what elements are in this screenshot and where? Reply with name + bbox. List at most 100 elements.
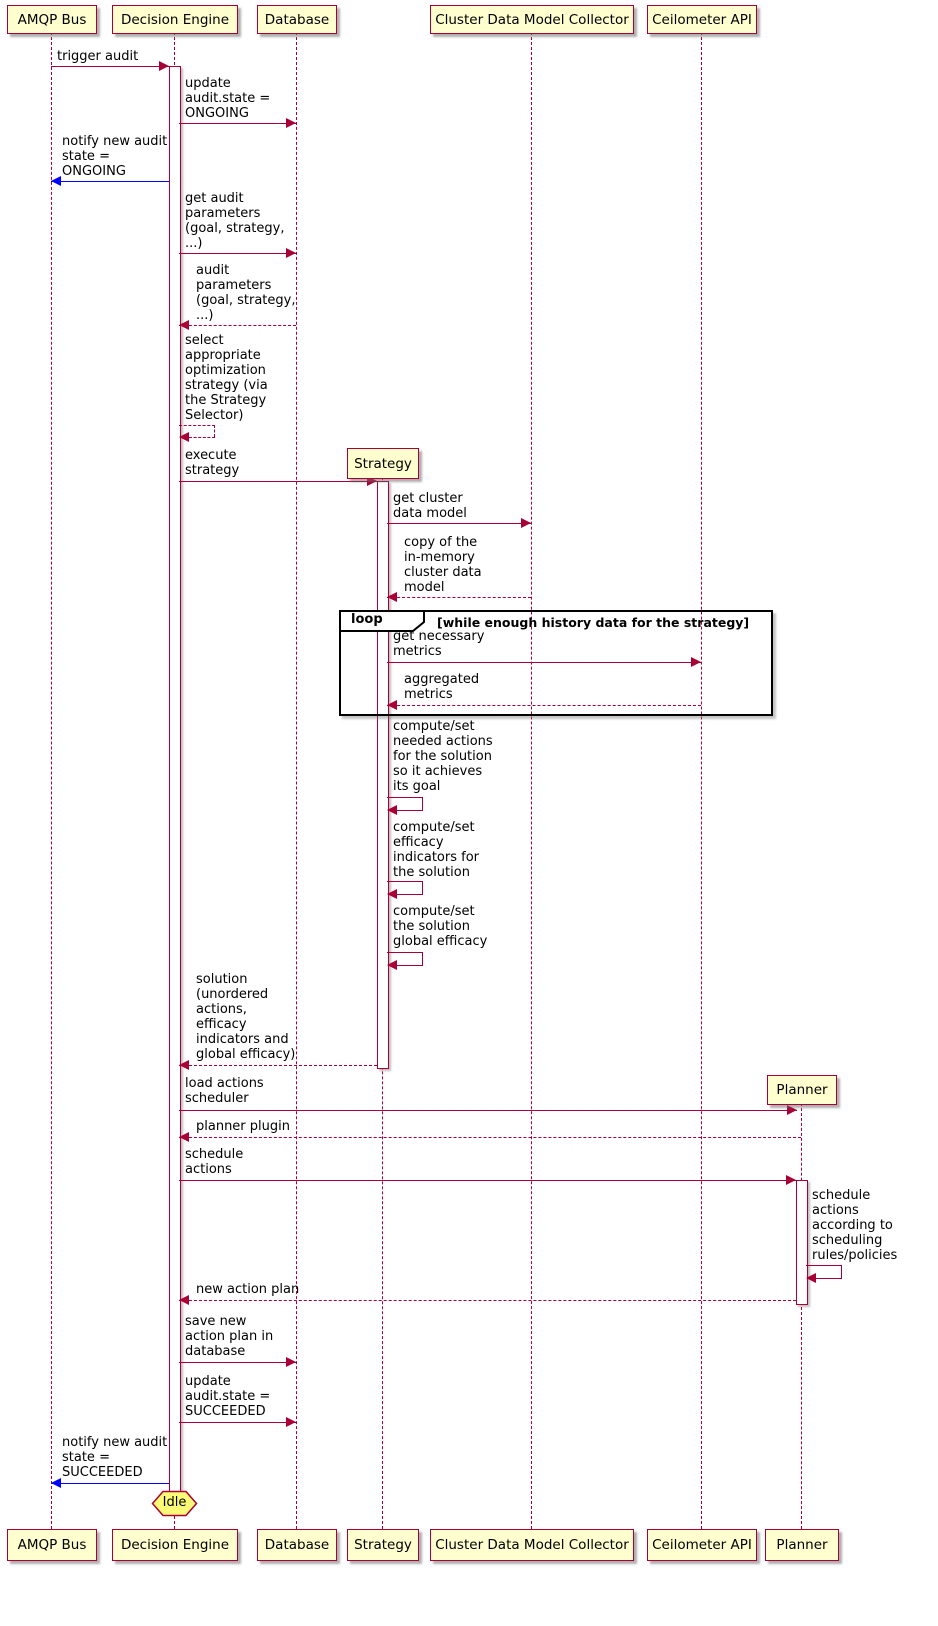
- message-arrow-line: [189, 437, 215, 438]
- participant-decision-engine-bottom: Decision Engine: [112, 1529, 238, 1561]
- message-arrow-line: [397, 965, 423, 966]
- message-label: aggregated metrics: [404, 672, 480, 702]
- loop-frame: loop [while enough history data for the …: [339, 610, 773, 716]
- message-label: new action plan: [196, 1282, 300, 1297]
- message-arrow-line: [816, 1278, 842, 1279]
- lifeline-planner: [801, 1103, 802, 1529]
- message-arrow-line: [179, 1362, 296, 1363]
- message-arrow-line: [387, 881, 423, 882]
- message-arrow-line: [397, 894, 423, 895]
- message-label: solution (unordered actions, efficacy in…: [196, 972, 296, 1062]
- message-arrow-line: [179, 1065, 377, 1066]
- message-arrow-line: [387, 797, 423, 798]
- message-label: notify new audit state = SUCCEEDED: [62, 1435, 168, 1480]
- message-arrow-line: [179, 1110, 797, 1111]
- message-arrow-line: [179, 1300, 796, 1301]
- lifeline-ceilometer: [701, 32, 702, 1529]
- participant-database-top: Database: [257, 5, 337, 34]
- message-arrow-line: [387, 705, 701, 706]
- message-arrow-line: [179, 1137, 801, 1138]
- message-label: schedule actions: [185, 1147, 244, 1177]
- message-arrow-line: [387, 662, 701, 663]
- message-arrow-line: [387, 597, 531, 598]
- message-arrow-line: [841, 1265, 842, 1278]
- message-arrow-line: [422, 881, 423, 894]
- participant-strategy-created: Strategy: [347, 448, 419, 479]
- arrowhead-icon: [521, 518, 531, 528]
- message-arrow-line: [397, 810, 423, 811]
- message-arrow-line: [806, 1265, 842, 1266]
- participant-ceilometer-top: Ceilometer API: [647, 5, 757, 34]
- arrowhead-icon: [179, 320, 189, 330]
- loop-frame-tab: loop: [339, 610, 425, 632]
- message-arrow-line: [51, 66, 169, 67]
- message-arrow-line: [179, 253, 296, 254]
- participant-amqp-bus-bottom: AMQP Bus: [7, 1529, 97, 1561]
- message-label: compute/set efficacy indicators for the …: [393, 820, 480, 880]
- arrowhead-icon: [387, 889, 397, 899]
- message-arrow-line: [387, 952, 423, 953]
- message-label: notify new audit state = ONGOING: [62, 134, 168, 179]
- arrowhead-icon: [51, 176, 61, 186]
- message-arrow-line: [422, 952, 423, 965]
- message-arrow-line: [179, 123, 296, 124]
- message-label: get audit parameters (goal, strategy, ..…: [185, 191, 285, 251]
- arrowhead-icon: [179, 1132, 189, 1142]
- message-arrow-line: [179, 425, 215, 426]
- message-label: get cluster data model: [393, 491, 467, 521]
- arrowhead-icon: [786, 1175, 796, 1185]
- activation-planner: [796, 1180, 808, 1305]
- message-arrow-line: [214, 425, 215, 437]
- participant-ceilometer-bottom: Ceilometer API: [647, 1529, 757, 1561]
- lifeline-amqp-bus: [51, 32, 52, 1529]
- arrowhead-icon: [387, 592, 397, 602]
- idle-note: Idle: [151, 1490, 198, 1517]
- arrowhead-icon: [51, 1478, 61, 1488]
- arrowhead-icon: [179, 1060, 189, 1070]
- message-label: copy of the in-memory cluster data model: [404, 535, 482, 595]
- arrowhead-icon: [367, 476, 377, 486]
- message-label: planner plugin: [196, 1119, 290, 1134]
- activation-decision-engine: [169, 66, 181, 1492]
- participant-database-bottom: Database: [257, 1529, 337, 1561]
- lifeline-collector: [531, 32, 532, 1529]
- message-arrow-line: [179, 1180, 796, 1181]
- participant-collector-bottom: Cluster Data Model Collector: [430, 1529, 634, 1561]
- arrowhead-icon: [286, 1417, 296, 1427]
- participant-amqp-bus-top: AMQP Bus: [7, 5, 97, 34]
- message-label: compute/set the solution global efficacy: [393, 904, 488, 949]
- participant-collector-top: Cluster Data Model Collector: [430, 5, 634, 34]
- arrowhead-icon: [387, 805, 397, 815]
- loop-keyword: loop: [351, 612, 383, 627]
- message-label: get necessary metrics: [393, 629, 485, 659]
- message-arrow-line: [387, 523, 531, 524]
- arrowhead-icon: [387, 700, 397, 710]
- message-label: trigger audit: [57, 49, 139, 64]
- lifeline-database: [296, 32, 297, 1529]
- message-label: audit parameters (goal, strategy, ...): [196, 263, 296, 323]
- hexagon-icon: [151, 1490, 198, 1517]
- arrowhead-icon: [387, 960, 397, 970]
- message-arrow-line: [51, 181, 169, 182]
- message-label: load actions scheduler: [185, 1076, 264, 1106]
- arrowhead-icon: [691, 657, 701, 667]
- message-label: compute/set needed actions for the solut…: [393, 719, 493, 794]
- idle-note-label: Idle: [162, 1495, 187, 1510]
- participant-decision-engine-top: Decision Engine: [112, 5, 238, 34]
- message-label: schedule actions according to scheduling…: [812, 1188, 898, 1263]
- message-label: update audit.state = SUCCEEDED: [185, 1374, 271, 1419]
- participant-planner-bottom: Planner: [765, 1529, 839, 1561]
- participant-strategy-bottom: Strategy: [347, 1529, 419, 1561]
- arrowhead-icon: [179, 1295, 189, 1305]
- activation-strategy: [377, 481, 389, 1069]
- loop-tab-shape-icon: [339, 610, 425, 632]
- arrowhead-icon: [286, 248, 296, 258]
- message-arrow-line: [422, 797, 423, 810]
- message-arrow-line: [51, 1483, 169, 1484]
- arrowhead-icon: [159, 61, 169, 71]
- message-arrow-line: [179, 481, 377, 482]
- arrowhead-icon: [806, 1273, 816, 1283]
- message-arrow-line: [179, 325, 296, 326]
- loop-condition: [while enough history data for the strat…: [437, 615, 750, 630]
